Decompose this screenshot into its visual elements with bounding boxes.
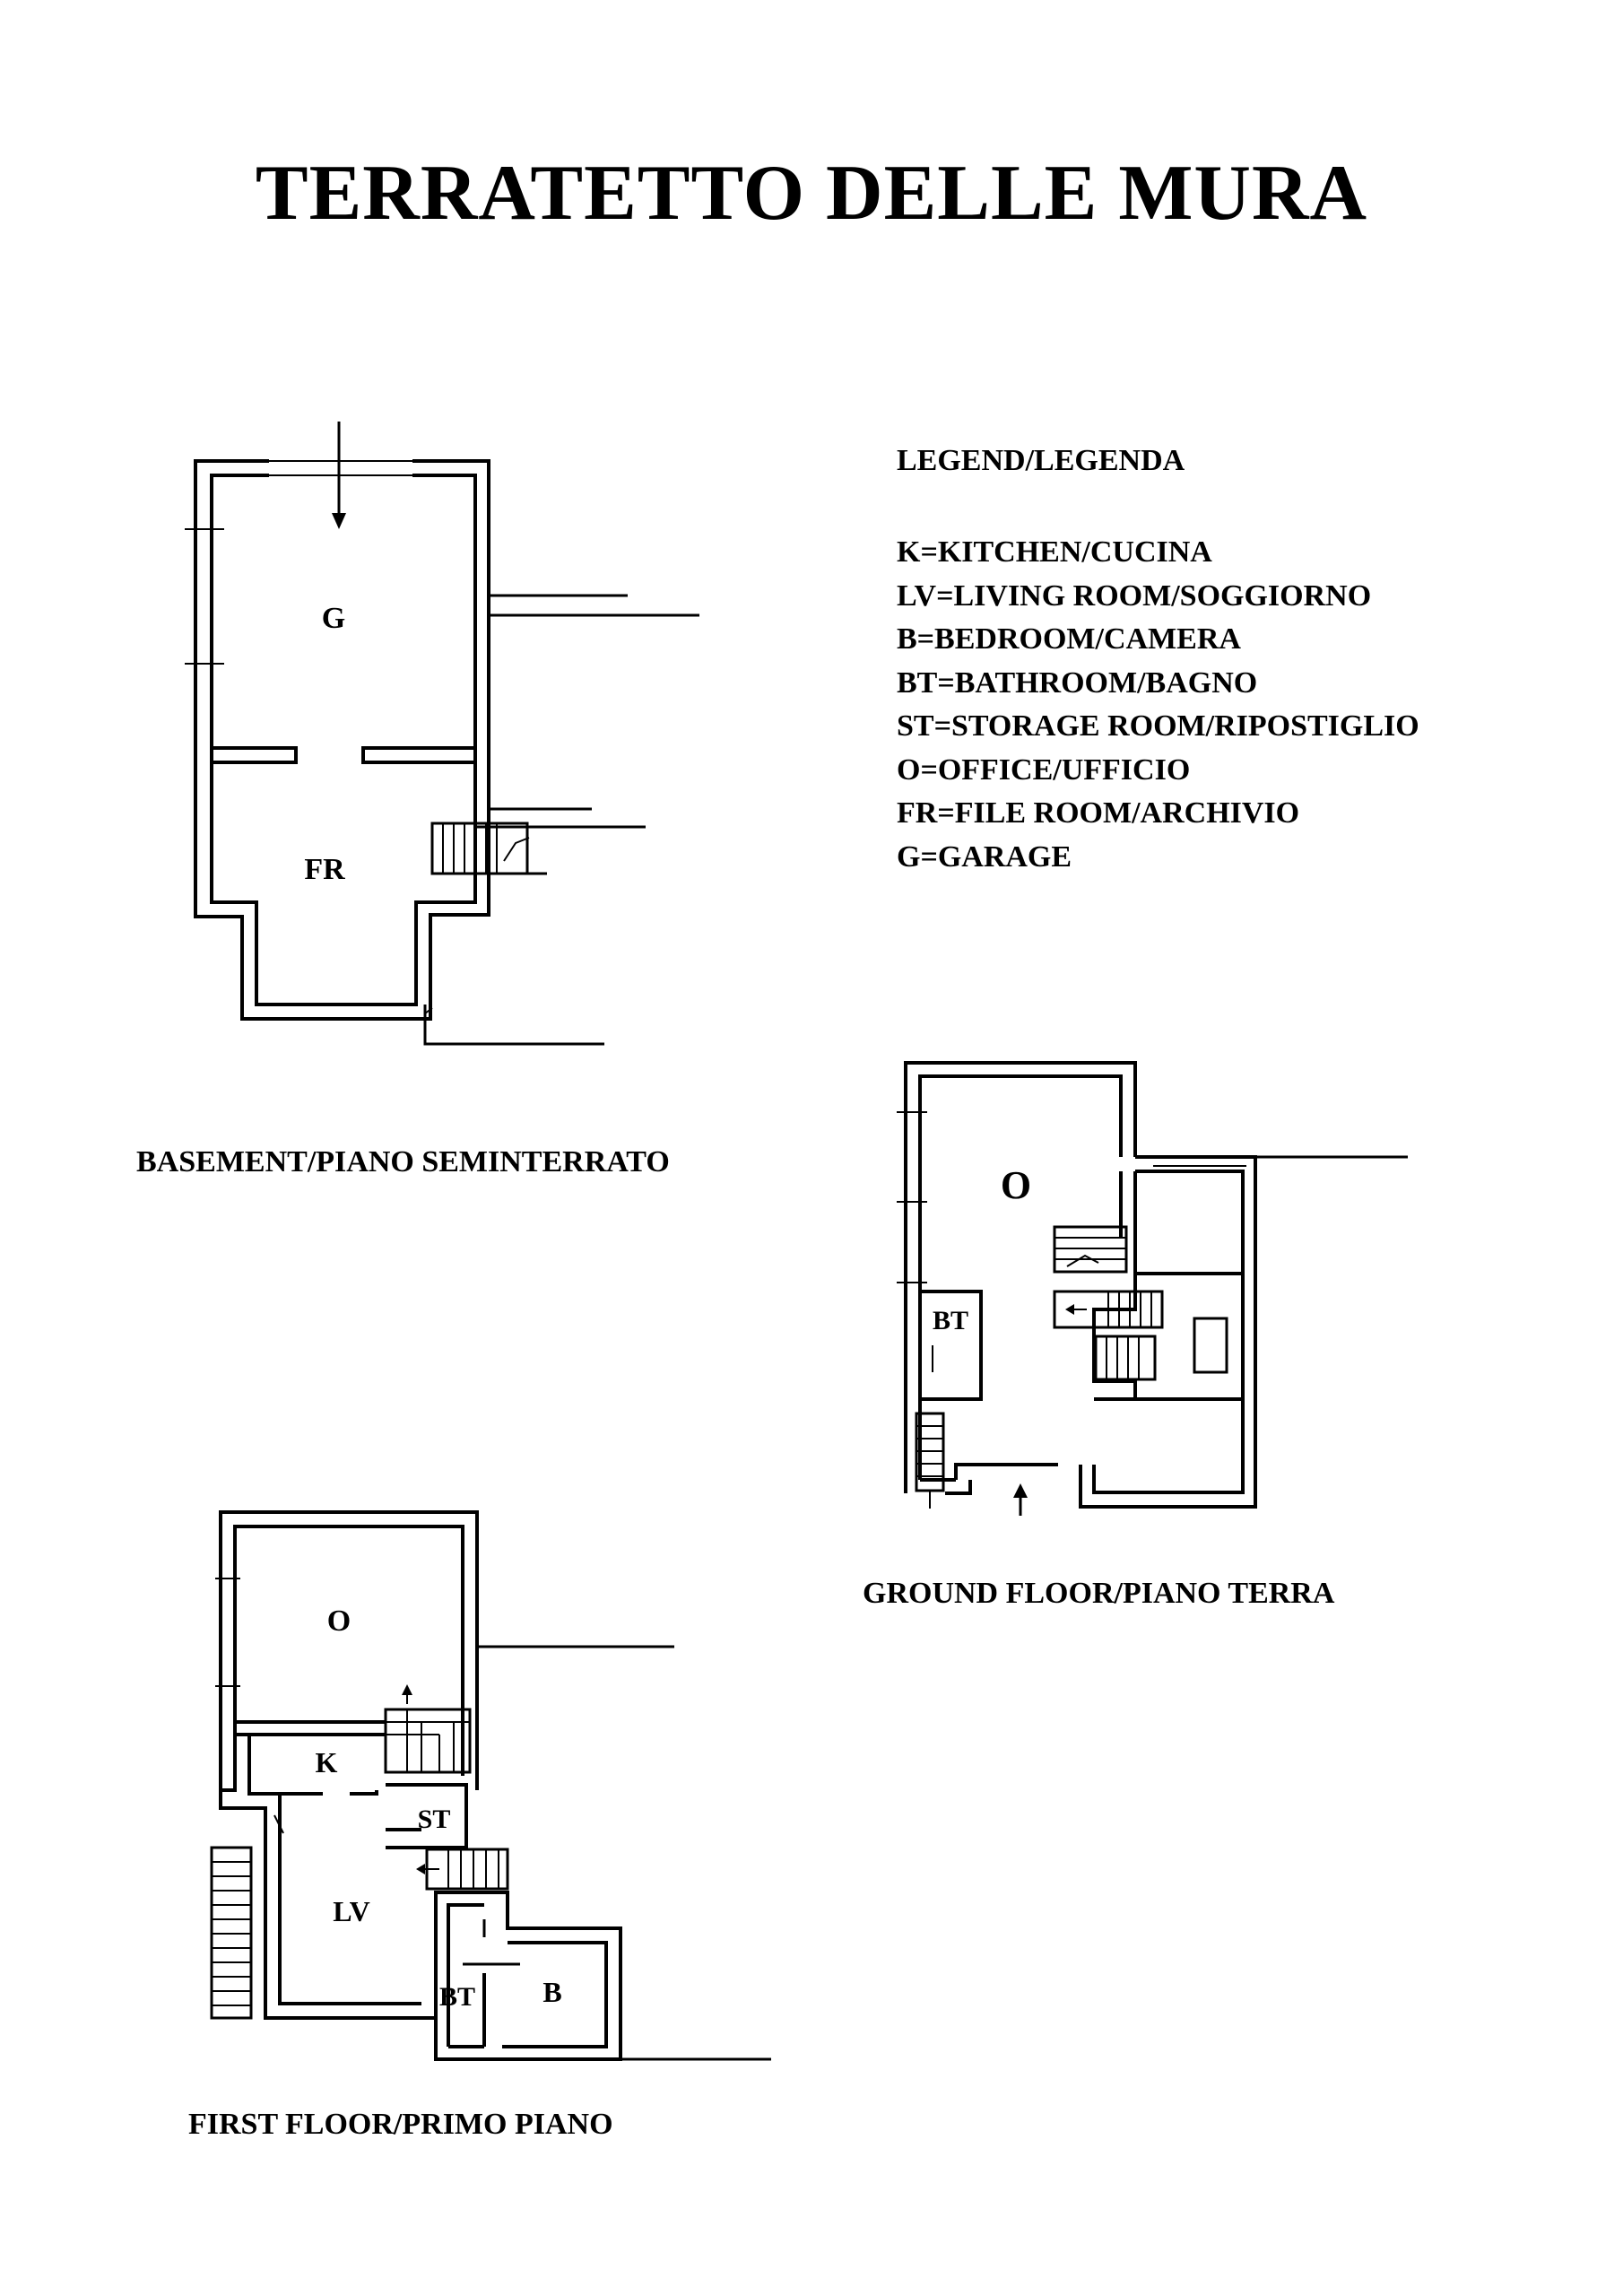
legend-list: K=KITCHEN/CUCINA LV=LIVING ROOM/SOGGIORN… [897,531,1419,879]
basement-caption: BASEMENT/PIANO SEMINTERRATO [136,1145,670,1178]
first-floor-caption: FIRST FLOOR/PRIMO PIANO [188,2108,613,2141]
ground-floor-plan: O BT [897,1061,1408,1516]
legend-item: B=BEDROOM/CAMERA [897,622,1241,656]
legend-item: FR=FILE ROOM/ARCHIVIO [897,796,1300,830]
room-label-file-room: FR [304,853,345,886]
basement-plan: G FR [185,422,699,1046]
legend-item: G=GARAGE [897,839,1072,874]
legend-item: LV=LIVING ROOM/SOGGIORNO [897,578,1372,613]
room-label-bathroom: BT [439,1982,475,2012]
legend-item: ST=STORAGE ROOM/RIPOSTIGLIO [897,709,1419,743]
legend-item: BT=BATHROOM/BAGNO [897,665,1258,700]
legend-item: K=KITCHEN/CUCINA [897,535,1212,569]
page-title: TERRATETTO DELLE MURA [255,150,1368,237]
legend-item: O=OFFICE/UFFICIO [897,752,1191,787]
room-label-bedroom: B [542,1976,561,2008]
legend-title: LEGEND/LEGENDA [897,444,1185,477]
room-label-office: O [327,1605,351,1638]
first-floor-plan: O K ST LV BT B [210,1510,771,2061]
room-label-storage: ST [418,1805,451,1834]
room-label-kitchen: K [316,1746,338,1779]
ground-floor-caption: GROUND FLOOR/PIANO TERRA [863,1577,1335,1610]
room-label-garage: G [322,602,345,635]
room-label-living: LV [333,1895,370,1927]
room-label-bathroom: BT [933,1306,968,1335]
room-label-office: O [1001,1163,1031,1207]
